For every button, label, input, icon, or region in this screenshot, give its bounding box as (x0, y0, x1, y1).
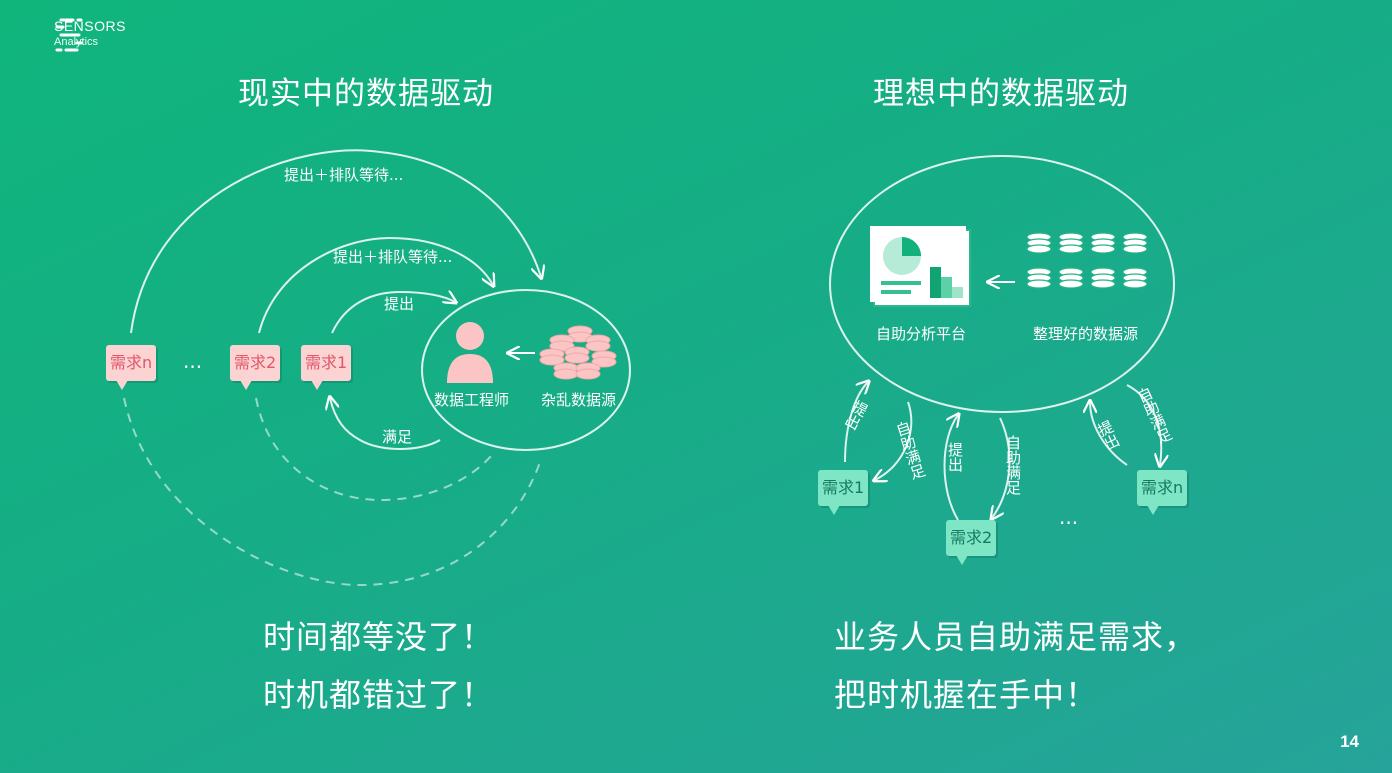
satisfy-arrow-2 (992, 417, 1011, 518)
outer-dashed-arc (123, 397, 541, 587)
outer-request-arc (130, 149, 541, 334)
middle-dashed-arc (255, 397, 493, 502)
raise-arrow-n (1090, 402, 1128, 466)
inner-request-arc (331, 292, 455, 334)
right-request-1-bubble: 需求1 (818, 470, 869, 515)
raise-label-2: 提出 (946, 442, 964, 472)
left-caption-line-2: 时机都错过了！ (263, 676, 495, 714)
left-caption: 时间都等没了！ 时机都错过了！ (263, 608, 494, 724)
right-ellipsis: ... (1059, 505, 1079, 529)
engineer-ellipse (421, 289, 631, 451)
logo-name: SENSORS (54, 18, 126, 34)
platform-ellipse (829, 155, 1175, 413)
left-ellipsis: ... (183, 349, 203, 373)
satisfy-arrow-1 (875, 401, 913, 480)
inner-arc-label: 提出 (384, 295, 415, 313)
clean-datasource-label: 整理好的数据源 (1033, 325, 1139, 343)
engineer-person-icon (447, 322, 493, 383)
right-title: 理想中的数据驱动 (873, 76, 1129, 112)
analytics-platform-icon (870, 226, 971, 307)
raise-arrow-1 (844, 382, 868, 463)
right-caption: 业务人员自助满足需求， 把时机握在手中！ (834, 608, 1197, 724)
middle-arc-label: 提出＋排队等待... (333, 248, 453, 266)
middle-request-arc (258, 236, 493, 334)
right-caption-line-1: 业务人员自助满足需求， (834, 618, 1198, 656)
page-number: 14 (1340, 732, 1359, 751)
raise-arrow-2 (943, 415, 959, 521)
logo-subtitle: Analytics (54, 36, 99, 48)
sensors-logo-icon (55, 18, 83, 52)
left-request-1-bubble: 需求1 (301, 345, 352, 390)
right-caption-line-2: 把时机握在手中！ (834, 676, 1099, 714)
satisfy-label-2: 自助满足 (1004, 435, 1022, 495)
left-caption-line-1: 时间都等没了！ (263, 618, 495, 656)
messy-datasource-icon (539, 325, 617, 380)
right-request-2-bubble: 需求2 (946, 520, 997, 565)
right-request-n-bubble: 需求n (1137, 470, 1188, 515)
satisfy-arrow-n (1126, 384, 1161, 465)
outer-arc-label: 提出＋排队等待... (284, 166, 404, 184)
satisfy-arc-label: 满足 (382, 428, 413, 446)
left-request-n-bubble: 需求n (106, 345, 157, 390)
platform-label: 自助分析平台 (876, 325, 967, 343)
messy-datasource-label: 杂乱数据源 (541, 391, 617, 409)
clean-datasource-icon (1026, 232, 1148, 289)
engineer-label: 数据工程师 (434, 391, 510, 409)
left-title: 现实中的数据驱动 (238, 76, 494, 112)
left-request-2-bubble: 需求2 (230, 345, 281, 390)
satisfy-arc (330, 398, 441, 450)
